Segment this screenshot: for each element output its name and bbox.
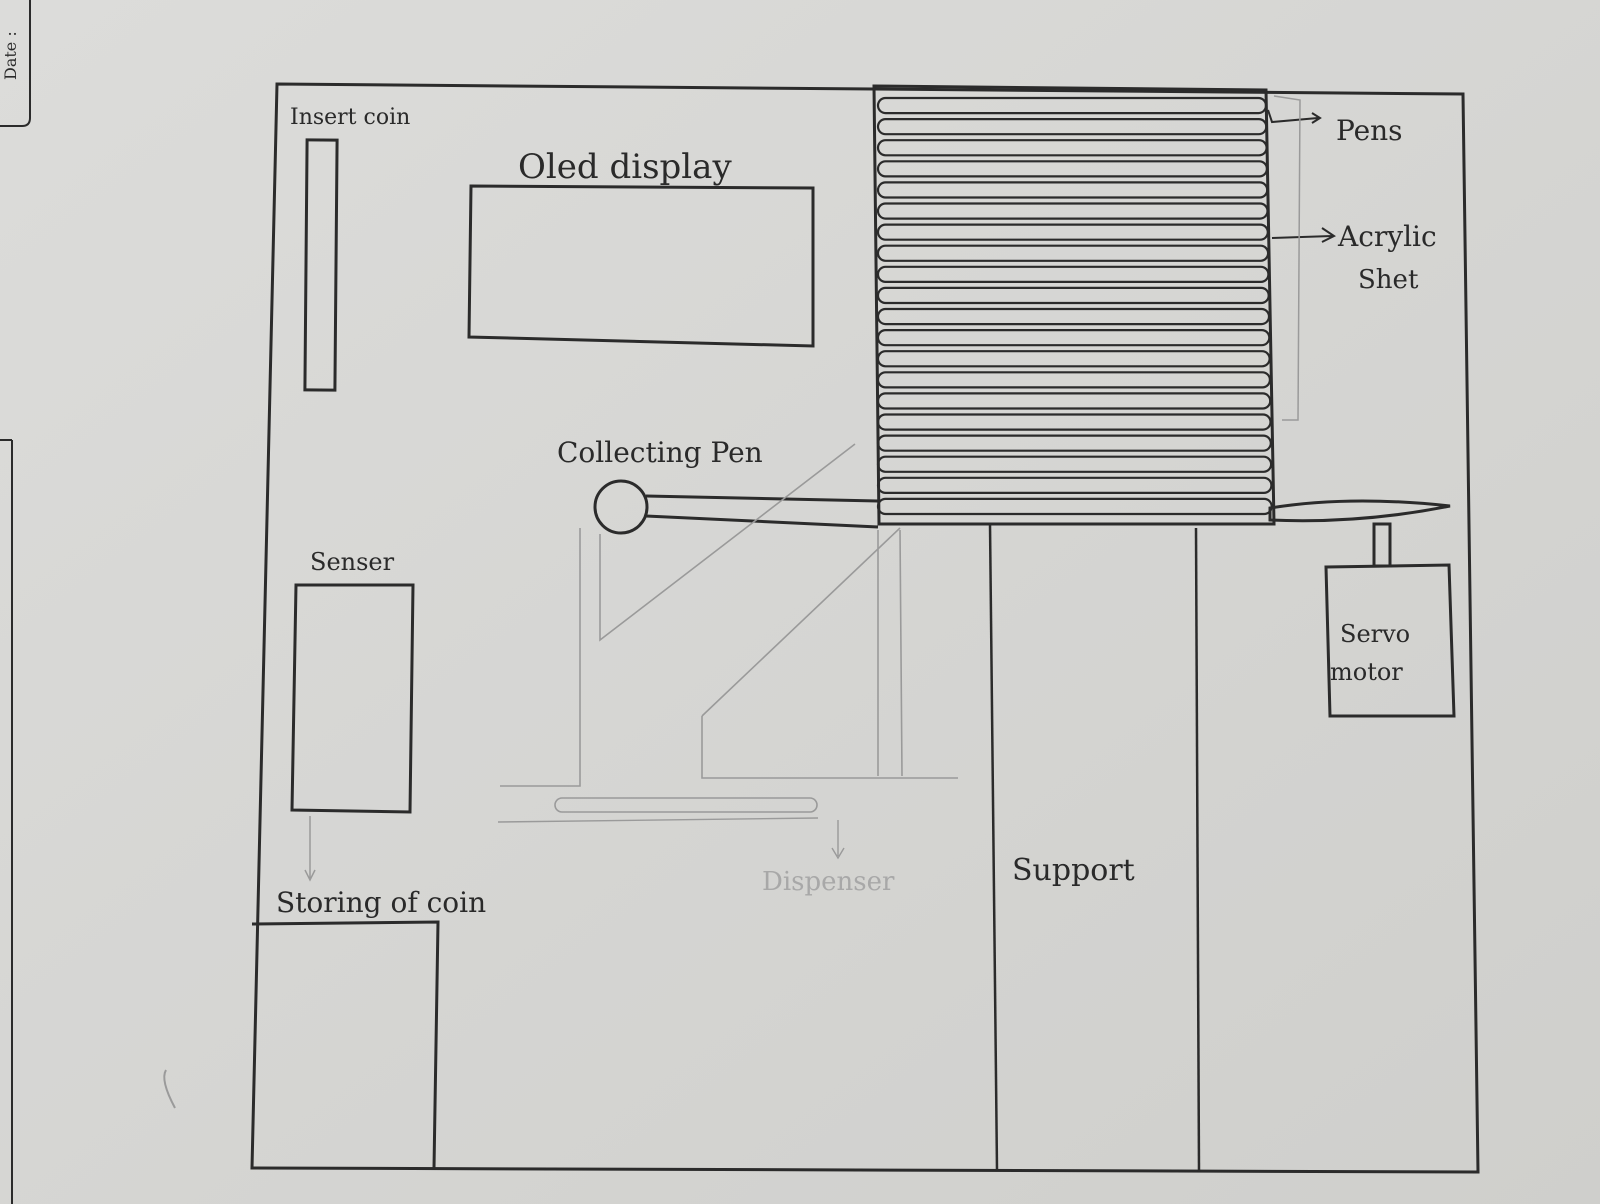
support-label: Support <box>1012 853 1135 888</box>
insert-coin-label: Insert coin <box>290 105 410 130</box>
acrylic-sheet-label-line2: Shet <box>1358 265 1419 295</box>
dispenser-label: Dispenser <box>762 867 895 897</box>
servo-motor-label-line1: Servo <box>1340 620 1410 648</box>
servo-motor-label-line2: motor <box>1330 658 1403 686</box>
storing-of-coin-label: Storing of coin <box>276 886 486 919</box>
acrylic-sheet-label-line1: Acrylic <box>1337 220 1437 253</box>
oled-display-label: Oled display <box>518 147 732 187</box>
date-tab-label: Date : <box>1 31 20 80</box>
collecting-pen-label: Collecting Pen <box>557 436 763 469</box>
pens-label: Pens <box>1336 114 1403 147</box>
sensor-label: Senser <box>310 548 395 576</box>
